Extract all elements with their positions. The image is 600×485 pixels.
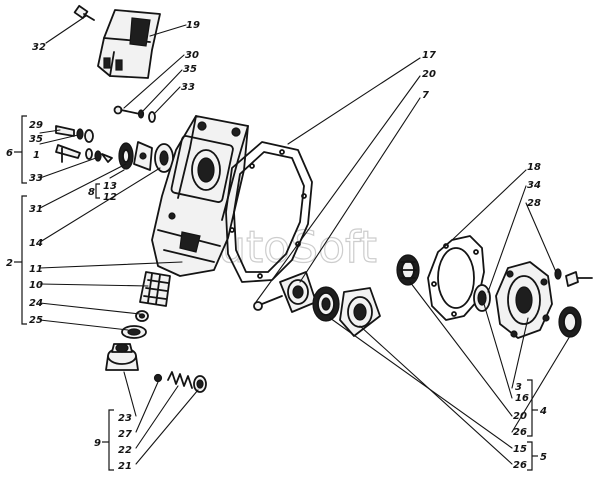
leader-lines	[39, 15, 571, 465]
callout-5: 5	[540, 452, 547, 463]
flange-7	[279, 271, 317, 313]
callout-22: 22	[118, 445, 132, 456]
callout-20-top: 20	[422, 69, 436, 80]
brackets	[14, 115, 538, 471]
callout-9: 9	[94, 438, 101, 449]
callout-32: 32	[32, 42, 46, 53]
callout-labels: 32 19 30 35 33 29 35 1 33 6 13 12 8 31 1…	[6, 20, 547, 472]
callout-2: 2	[6, 258, 13, 269]
callout-14: 14	[29, 238, 43, 249]
callout-6: 6	[6, 148, 13, 159]
callout-1: 1	[33, 150, 40, 161]
callout-3: 3	[515, 382, 522, 393]
callout-8: 8	[88, 187, 95, 198]
callout-34: 34	[527, 180, 541, 191]
fitting-group-6	[55, 125, 113, 163]
cover-19	[97, 9, 161, 79]
callout-29: 29	[29, 120, 43, 131]
seal-28	[558, 306, 582, 338]
callout-26-top: 26	[513, 427, 527, 438]
seal-13-12	[118, 141, 174, 173]
flange-3	[495, 261, 553, 339]
callout-11: 11	[29, 264, 43, 275]
callout-33: 33	[29, 173, 43, 184]
plug-group-9	[105, 343, 207, 393]
callout-19: 19	[186, 20, 200, 31]
callout-28: 28	[527, 198, 541, 209]
callout-26: 26	[513, 460, 527, 471]
bearing-20	[396, 254, 420, 286]
callout-27: 27	[118, 429, 132, 440]
gasket-17	[225, 141, 313, 283]
callout-21: 21	[118, 461, 132, 472]
callout-4: 4	[539, 406, 547, 417]
callout-12: 12	[103, 192, 117, 203]
bolt-20	[253, 295, 283, 311]
callout-24: 24	[29, 298, 43, 309]
callout-16: 16	[515, 393, 529, 404]
callout-13: 13	[103, 181, 117, 192]
bolt-34	[554, 268, 593, 287]
callout-18: 18	[527, 162, 541, 173]
callout-23: 23	[118, 413, 132, 424]
bearing-15	[312, 286, 340, 322]
callout-35: 35	[29, 134, 43, 145]
strainer-10	[121, 271, 171, 339]
ring-16	[473, 284, 491, 312]
bolt-30	[113, 105, 156, 123]
cap-26	[339, 287, 381, 337]
bolt-32	[73, 4, 95, 21]
callout-30: 30	[185, 50, 199, 61]
callout-33-top: 33	[181, 82, 195, 93]
callout-10: 10	[29, 280, 43, 291]
callout-35-top: 35	[183, 64, 197, 75]
callout-20: 20	[513, 411, 527, 422]
callout-7: 7	[422, 90, 429, 101]
callout-15: 15	[513, 444, 527, 455]
callout-25: 25	[29, 315, 43, 326]
callout-31: 31	[29, 204, 43, 215]
callout-17: 17	[422, 50, 436, 61]
